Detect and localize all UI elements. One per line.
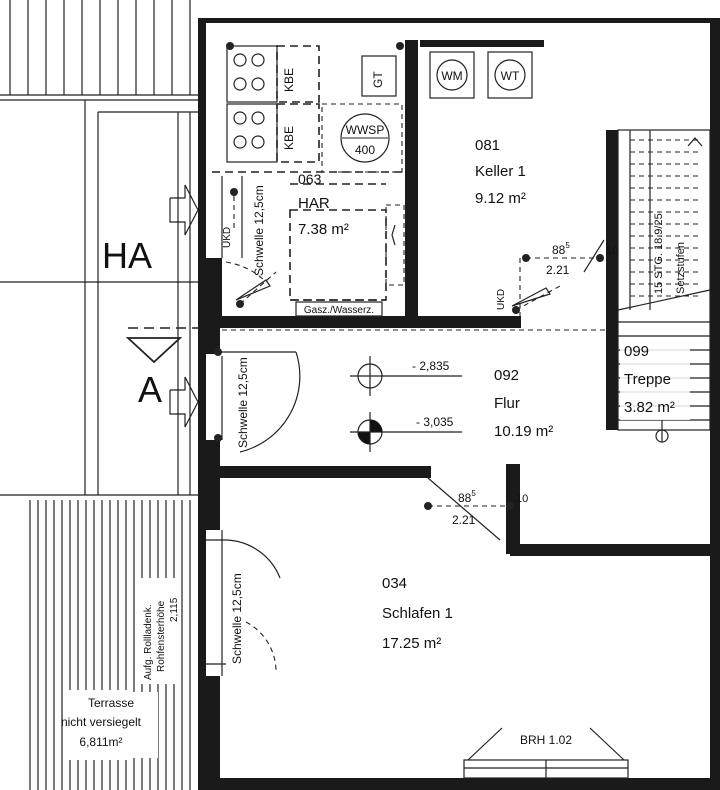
ukd-label-left: UKD — [222, 227, 233, 248]
terrace-name: Terrasse — [88, 696, 134, 710]
entrance-canopy — [0, 100, 200, 496]
level-lower: - 3,035 — [416, 415, 454, 429]
terrace-note: nicht versiegelt — [61, 715, 142, 729]
door-width-keller: 885 — [552, 241, 570, 257]
room-schlafen: 034 Schlafen 1 17.25 m² Schwelle 12,5cm … — [206, 530, 629, 779]
room-area-flur: 10.19 m² — [494, 423, 553, 440]
gt-unit: GT — [361, 55, 397, 97]
room-area-keller: 9.12 m² — [475, 190, 526, 207]
threshold-label-flur: Schwelle 12,5cm — [236, 357, 250, 448]
corner-post-icon — [396, 42, 404, 50]
kbe-unit-top: KBE — [226, 45, 320, 103]
room-har: KBE KBE GT WWSP 400 063 HAR 7.38 m² — [212, 42, 405, 317]
door-pivot-icon — [424, 502, 432, 510]
wwsp-value: 400 — [355, 143, 375, 157]
stair-setzstufen: Setzstufen — [675, 242, 687, 294]
staircase: 15 STG. 18.9/25 Setzstufen 099 Treppe 3.… — [617, 129, 711, 443]
threshold-label-schlafen: Schwelle 12,5cm — [230, 573, 244, 664]
railing-top — [0, 0, 198, 101]
window-south: BRH 1.02 — [463, 727, 629, 779]
level-marker-lower: - 3,035 — [350, 412, 462, 452]
section-marker-triangle — [125, 327, 200, 364]
terrace-area: 6,811m² — [79, 735, 122, 749]
room-number-schlafen: 034 — [382, 575, 407, 592]
room-name-flur: Flur — [494, 395, 520, 412]
room-name-schlafen: Schlafen 1 — [382, 605, 453, 622]
room-number-treppe: 099 — [624, 343, 649, 360]
door-wall-keller: 10 — [606, 245, 618, 257]
ukd-post-icon — [230, 188, 238, 196]
gt-label: GT — [371, 71, 385, 88]
wwsp-label: WWSP — [346, 123, 385, 137]
door-pivot-icon — [506, 502, 514, 510]
door-height-keller: 2.21 — [546, 263, 570, 277]
window-brh: BRH 1.02 — [520, 733, 572, 747]
section-label-a: A — [138, 369, 162, 410]
door-wall-schlafen: 10 — [516, 493, 528, 505]
room-name-keller: Keller 1 — [475, 163, 526, 180]
door-pivot-icon — [214, 434, 222, 442]
room-number-keller: 081 — [475, 137, 500, 154]
walls — [198, 18, 720, 790]
window-height-value: 2,115 — [169, 597, 180, 622]
wt-fixture: WT — [487, 51, 533, 99]
kbe-label-bottom: KBE — [282, 126, 296, 150]
level-upper: - 2,835 — [412, 359, 450, 373]
room-number-har: 063 — [298, 171, 322, 187]
wm-label: WM — [441, 69, 462, 83]
wm-fixture: WM — [429, 51, 475, 99]
window-height-label: Rohfensterhöhe — [156, 600, 167, 672]
ukd-label-keller: UKD — [496, 289, 507, 310]
room-number-flur: 092 — [494, 367, 519, 384]
level-marker-upper: - 2,835 — [350, 356, 462, 396]
meter-label: Gasz./Wasserz. — [304, 305, 374, 316]
kbe-unit-bottom: KBE — [226, 103, 320, 163]
room-flur: - 2,835 - 3,035 092 Flur 10.19 m² Schwel… — [214, 329, 606, 541]
kbe-label-top: KBE — [282, 68, 296, 92]
room-area-har: 7.38 m² — [298, 221, 349, 238]
room-area-schlafen: 17.25 m² — [382, 635, 441, 652]
wwsp-tank: WWSP 400 — [340, 113, 390, 163]
threshold-label-har: Schwelle 12,5cm — [252, 185, 266, 276]
corner-post-icon — [226, 42, 234, 50]
entry-arrow-icon — [169, 184, 199, 428]
stair-note: 15 STG. 18.9/25 — [653, 213, 665, 294]
room-name-har: HAR — [298, 195, 330, 212]
section-label-ha: HA — [102, 235, 152, 276]
shutter-note: Aufg. Rollladenk. — [143, 604, 154, 680]
room-area-treppe: 3.82 m² — [624, 399, 675, 416]
exterior-area: HA A — [0, 0, 200, 790]
room-keller: WM WT 081 Keller 1 9.12 m² 885 2.21 10 U… — [429, 51, 618, 316]
wt-label: WT — [501, 69, 520, 83]
door-height-schlafen: 2.21 — [452, 513, 476, 527]
room-name-treppe: Treppe — [624, 371, 671, 388]
door-width-schlafen: 885 — [458, 489, 476, 505]
